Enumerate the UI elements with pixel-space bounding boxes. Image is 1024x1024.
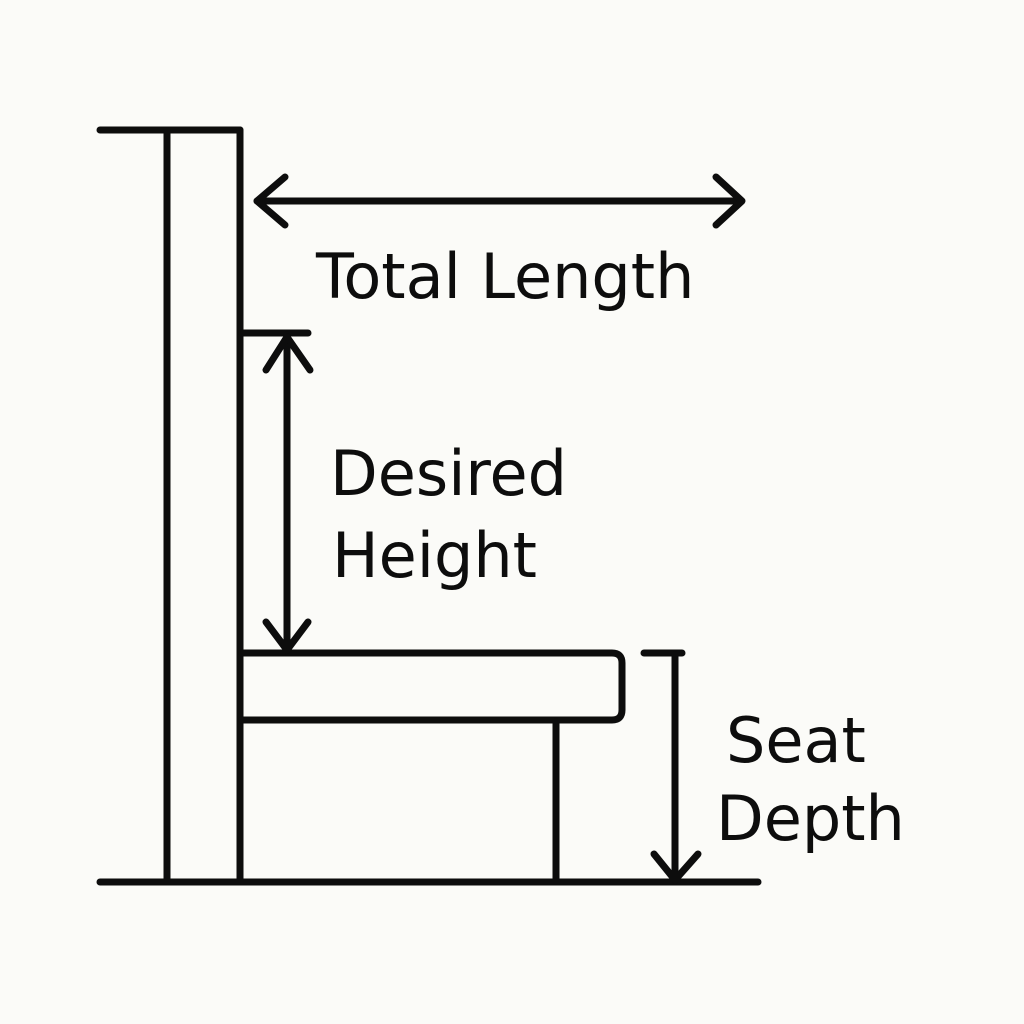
seat-cushion [238,649,626,724]
bench-drawing [96,126,762,886]
seat-depth-label-line-1: Seat [726,704,866,777]
total-length-dimension [253,173,746,229]
desired-height-label-line-1: Desired [330,437,567,510]
total-length-right-arrowhead [712,173,746,229]
desired-height-label: Desired Height [330,437,587,592]
desired-height-label-line-2: Height [332,519,537,592]
seat-depth-dimension [640,649,702,884]
seat-depth-label-line-2: Depth [716,782,905,855]
desired-height-dimension [238,329,314,654]
seat-depth-label: Seat Depth [716,704,905,855]
total-length-label: Total Length [315,240,694,313]
desired-height-bottom-arrowhead [262,618,312,654]
total-length-left-arrowhead [253,173,289,229]
desired-height-top-arrowhead [262,333,314,374]
seat-depth-bottom-arrowhead [650,850,702,884]
